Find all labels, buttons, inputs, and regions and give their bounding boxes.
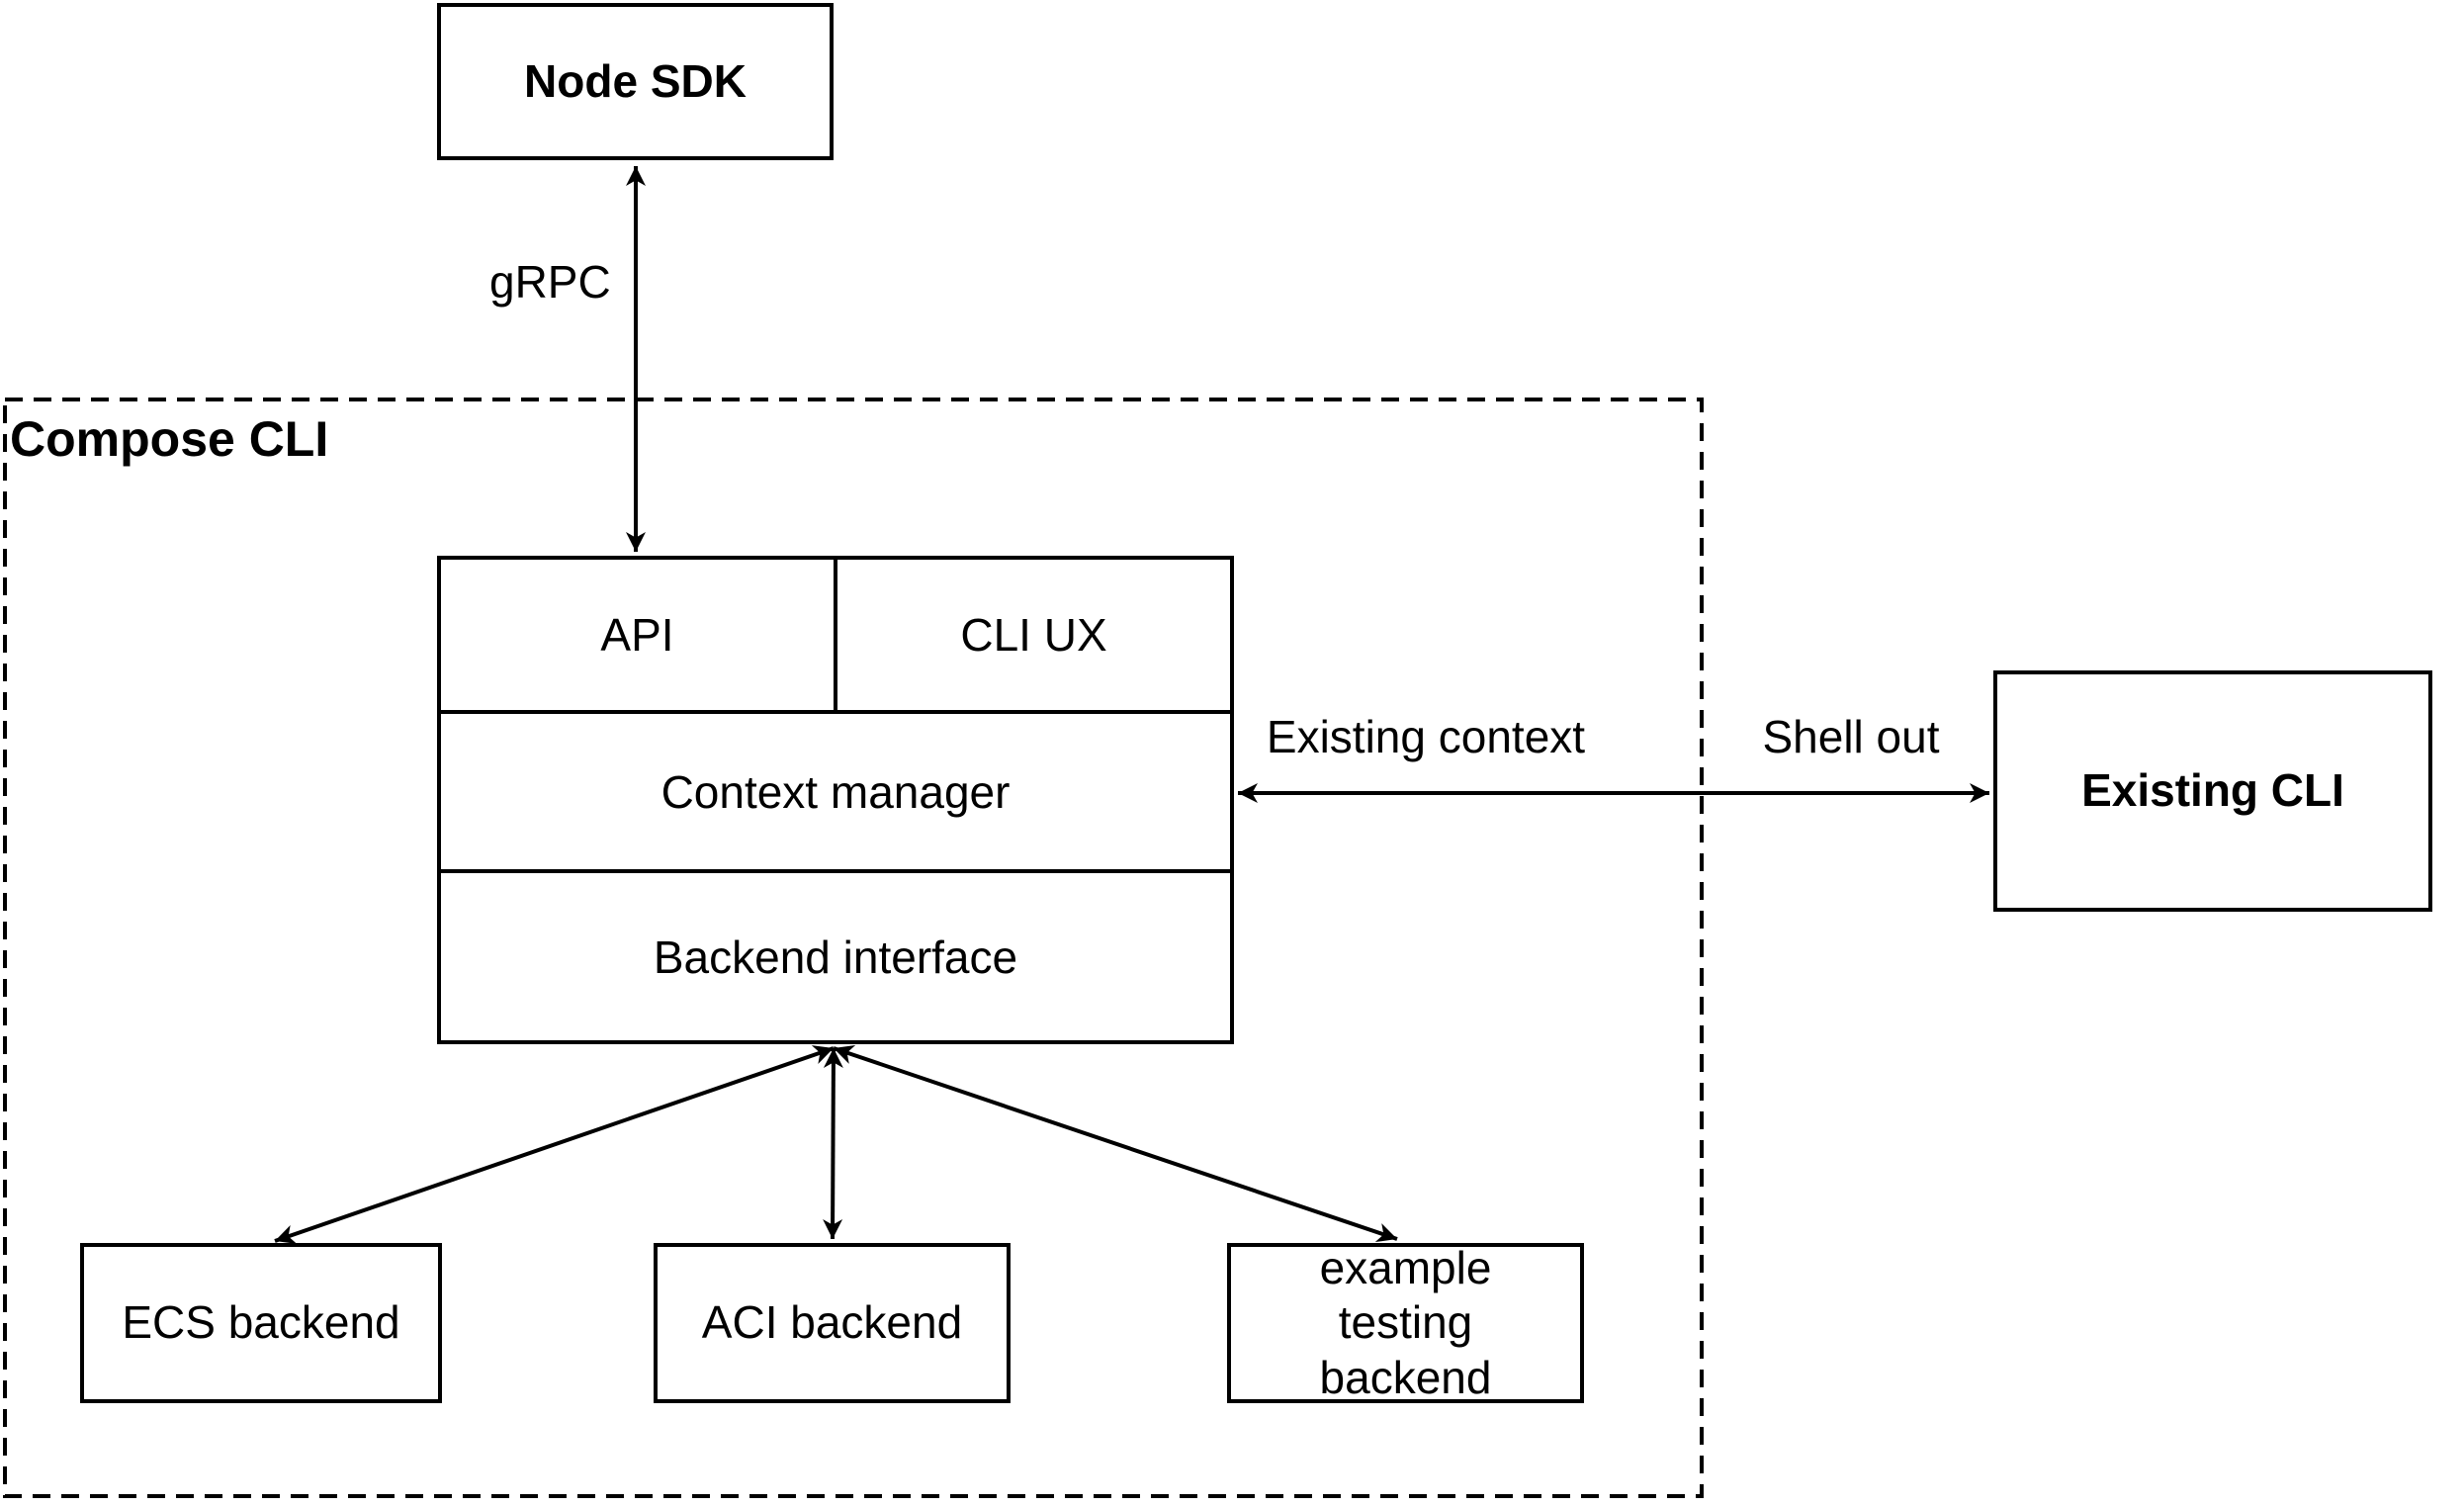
existing-context-edge-label: Existing context — [1266, 711, 1586, 762]
aci-backend-label: ACI backend — [701, 1296, 963, 1349]
api-box: API — [441, 560, 837, 710]
compose-cli-container-border — [3, 398, 1704, 1498]
backend-interface-box: Backend interface — [441, 873, 1230, 1040]
backend-example-connector — [833, 1044, 1398, 1243]
context-manager-label: Context manager — [660, 765, 1011, 818]
cli-ux-label: CLI UX — [960, 609, 1107, 661]
backend-aci-connector — [823, 1047, 843, 1240]
backend-ecs-connector — [274, 1045, 835, 1244]
ecs-backend-box: ECS backend — [80, 1243, 442, 1403]
example-testing-backend-box: example testing backend — [1227, 1242, 1584, 1403]
top-row: API CLI UX — [441, 560, 1230, 714]
example-testing-backend-label: example testing backend — [1319, 1242, 1492, 1403]
shell-out-edge-label: Shell out — [1762, 711, 1940, 762]
existing-cli-box: Existing CLI — [1993, 670, 2432, 912]
context-manager-box: Context manager — [441, 714, 1230, 873]
compose-cli-core-stack: API CLI UX Context manager Backend inter… — [437, 556, 1234, 1044]
compose-cli-label: Compose CLI — [10, 411, 329, 467]
ecs-backend-label: ECS backend — [122, 1296, 400, 1349]
node-sdk-box: Node SDK — [437, 3, 834, 160]
backend-interface-label: Backend interface — [653, 931, 1018, 983]
grpc-edge-label: gRPC — [489, 256, 611, 308]
aci-backend-box: ACI backend — [654, 1243, 1011, 1403]
node-sdk-label: Node SDK — [524, 54, 747, 107]
existing-cli-label: Existing CLI — [2081, 764, 2344, 817]
api-label: API — [600, 609, 674, 661]
cli-ux-box: CLI UX — [837, 560, 1230, 710]
